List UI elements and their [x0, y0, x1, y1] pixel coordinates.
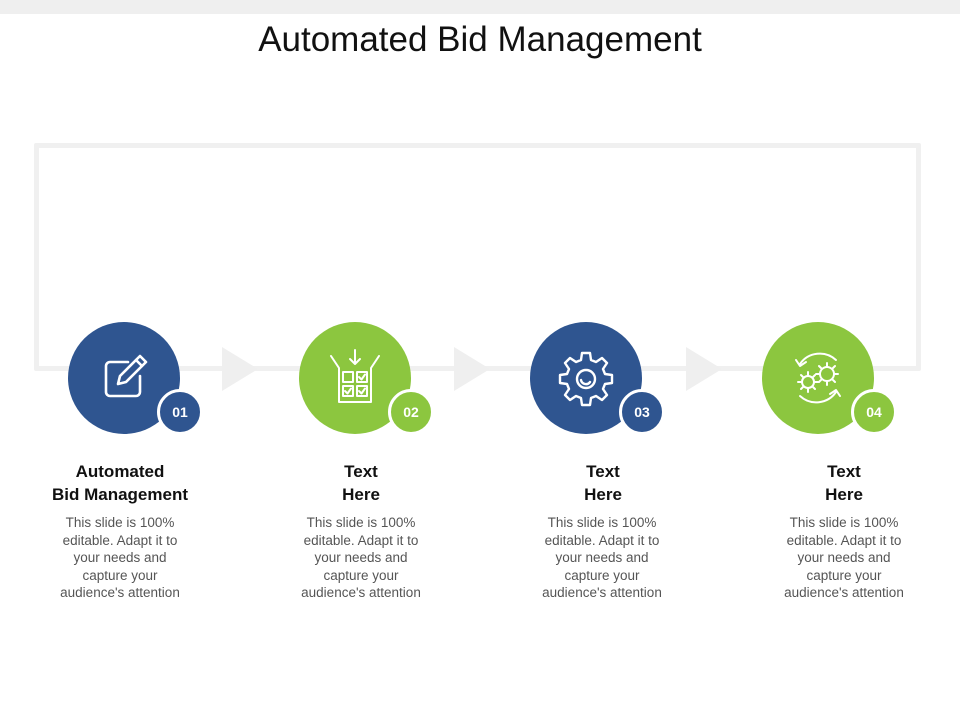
step-3-label-line-2: Here: [584, 485, 622, 504]
step-4-badge: 04: [851, 389, 897, 435]
step-3-badge: 03: [619, 389, 665, 435]
step-1-desc-line-5: audience's attention: [60, 585, 180, 601]
step-1-desc-line-4: capture your: [82, 567, 158, 583]
step-4-desc-line-3: your needs and: [797, 550, 891, 566]
step-3-desc-line-2: editable. Adapt it to: [544, 532, 660, 548]
step-2-desc-line-2: editable. Adapt it to: [303, 532, 419, 548]
step-3: 03: [530, 322, 665, 435]
step-4-desc-line-1: This slide is 100%: [789, 515, 899, 530]
step-2-desc-line-4: capture your: [323, 567, 399, 583]
step-1: 01: [68, 322, 203, 435]
step-2-desc-line-3: your needs and: [314, 550, 408, 566]
step-4-label: Text Here: [744, 460, 944, 506]
step-1-desc-line-3: your needs and: [73, 550, 167, 566]
step-4-desc-line-5: audience's attention: [784, 585, 904, 601]
step-3-desc-line-4: capture your: [564, 567, 640, 583]
flow-arrow-2: [454, 347, 490, 391]
step-4-label-line-2: Here: [825, 485, 863, 504]
step-3-desc-line-3: your needs and: [555, 550, 649, 566]
gears-cycle-icon: [795, 352, 841, 404]
step-4-desc-line-2: editable. Adapt it to: [786, 532, 902, 548]
step-2-description: This slide is 100% editable. Adapt it to…: [276, 514, 446, 602]
step-2-label-line-1: Text: [344, 462, 378, 481]
step-4-desc-line-4: capture your: [806, 567, 882, 583]
flow-arrow-1: [222, 347, 258, 391]
step-2-desc-line-5: audience's attention: [301, 585, 421, 601]
top-strip: [0, 0, 960, 14]
step-1-badge: 01: [157, 389, 203, 435]
step-3-label: Text Here: [503, 460, 703, 506]
step-4-description: This slide is 100% editable. Adapt it to…: [759, 514, 929, 602]
step-1-label-line-2: Bid Management: [51, 485, 189, 504]
step-3-desc-line-5: audience's attention: [542, 585, 662, 601]
step-3-label-line-1: Text: [586, 462, 620, 481]
edit-icon: [104, 354, 148, 398]
step-2-label: Text Here: [261, 460, 461, 506]
step-4-label-line-1: Text: [827, 462, 861, 481]
gear-icon: [558, 351, 614, 407]
step-1-label: Automated Bid Management: [20, 460, 220, 506]
step-1-desc-line-2: editable. Adapt it to: [62, 532, 178, 548]
step-4: 04: [762, 322, 897, 435]
slide-title: Automated Bid Management: [258, 20, 702, 59]
flow-arrow-3: [686, 347, 722, 391]
step-2: 02: [299, 322, 434, 435]
step-2-desc-line-1: This slide is 100%: [306, 515, 416, 530]
step-1-desc-line-1: This slide is 100%: [65, 515, 175, 530]
step-1-label-line-1: Automated: [75, 462, 165, 481]
step-2-label-line-2: Here: [342, 485, 380, 504]
step-1-description: This slide is 100% editable. Adapt it to…: [35, 514, 205, 602]
step-3-desc-line-1: This slide is 100%: [547, 515, 657, 530]
step-2-badge: 02: [388, 389, 434, 435]
step-3-description: This slide is 100% editable. Adapt it to…: [517, 514, 687, 602]
checklist-box-icon: [330, 349, 380, 403]
